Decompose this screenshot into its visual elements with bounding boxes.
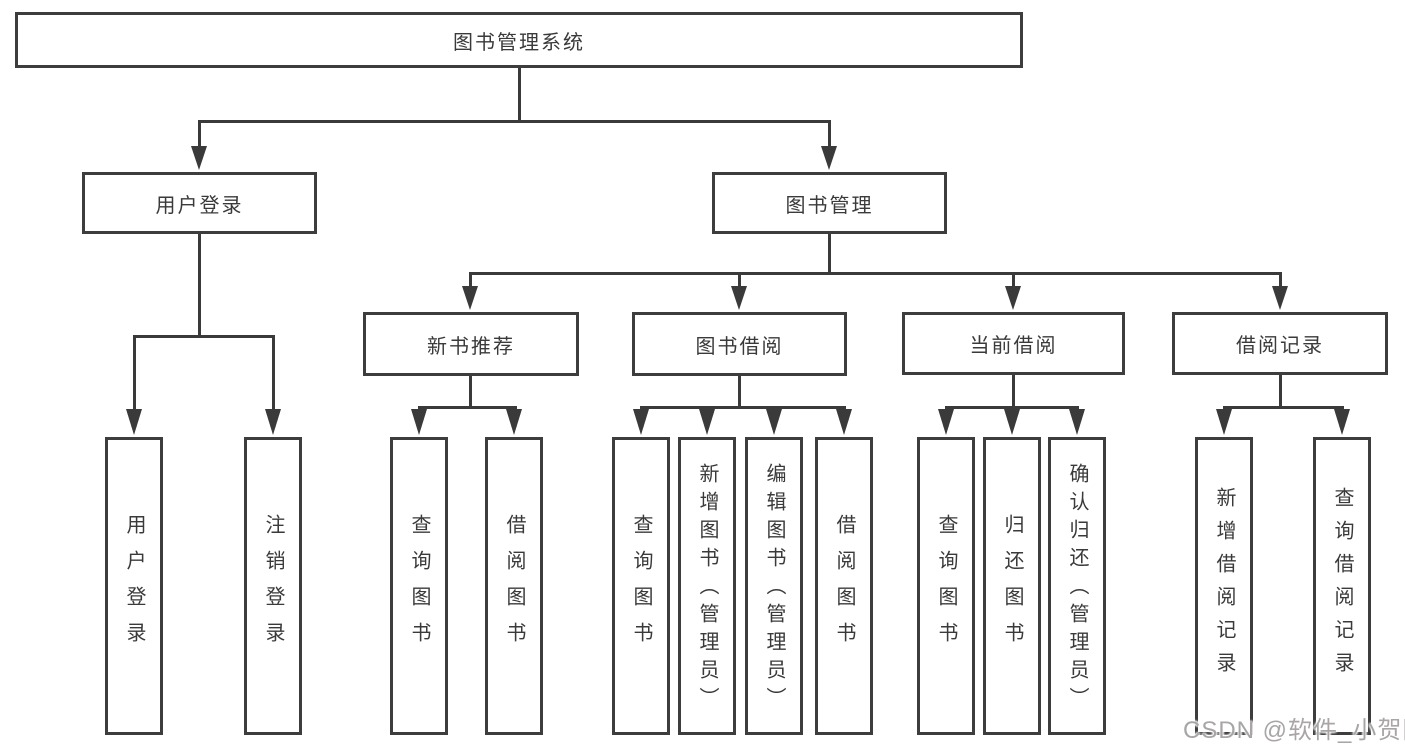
node-leaf-add-book-admin: 新增图书（管理员） [678, 437, 736, 735]
node-borrow-record-label: 借阅记录 [1236, 335, 1324, 357]
node-leaf-borrow-book-rec: 借阅图书 [485, 437, 543, 735]
node-leaf-query-book-borrow: 查询图书 [612, 437, 670, 735]
arrow-down-icon [836, 409, 852, 435]
node-user-login: 用户登录 [82, 172, 317, 234]
node-leaf-add-book-admin-label: 新增图书（管理员） [696, 463, 718, 715]
node-book-mgmt-label: 图书管理 [785, 194, 874, 217]
connector-line [198, 120, 831, 123]
node-new-book-rec: 新书推荐 [363, 312, 579, 376]
node-root-label: 图书管理系统 [453, 31, 585, 54]
connector-line [738, 376, 741, 408]
node-leaf-confirm-return-admin-label: 确认归还（管理员） [1066, 463, 1088, 715]
node-book-borrow-label: 图书借阅 [695, 335, 784, 358]
arrow-down-icon [1005, 286, 1021, 310]
node-leaf-borrow-book-borrow: 借阅图书 [815, 437, 873, 735]
arrow-down-icon [938, 409, 954, 435]
arrow-down-icon [1069, 409, 1085, 435]
node-user-login-label: 用户登录 [155, 194, 244, 217]
connector-line [945, 406, 1079, 409]
arrow-down-icon [506, 409, 522, 435]
connector-line [469, 376, 472, 408]
node-leaf-user-login-label: 用户登录 [123, 514, 145, 658]
connector-line [198, 234, 201, 337]
connector-line [828, 234, 831, 274]
node-leaf-return-book-label: 归还图书 [1001, 514, 1023, 658]
node-leaf-query-book-rec: 查询图书 [390, 437, 448, 735]
node-leaf-edit-book-admin-label: 编辑图书（管理员） [763, 463, 785, 715]
connector-line [738, 272, 741, 290]
node-book-borrow: 图书借阅 [632, 312, 847, 376]
node-leaf-return-book: 归还图书 [983, 437, 1041, 735]
node-current-borrow: 当前借阅 [902, 312, 1125, 375]
node-leaf-add-borrow-record: 新增借阅记录 [1195, 437, 1253, 735]
node-new-book-rec-label: 新书推荐 [427, 335, 515, 358]
node-root: 图书管理系统 [15, 12, 1023, 68]
arrow-down-icon [265, 409, 281, 435]
connector-line [518, 68, 521, 122]
arrow-down-icon [1272, 286, 1288, 310]
connector-line [198, 120, 201, 150]
connector-line [640, 406, 846, 409]
arrow-down-icon [411, 409, 427, 435]
node-leaf-query-borrow-record-label: 查询借阅记录 [1331, 487, 1353, 685]
connector-line [828, 120, 831, 150]
node-leaf-query-book-rec-label: 查询图书 [408, 514, 430, 658]
node-leaf-confirm-return-admin: 确认归还（管理员） [1048, 437, 1106, 735]
node-borrow-record: 借阅记录 [1172, 312, 1388, 375]
arrow-down-icon [1334, 409, 1350, 435]
connector-line [133, 335, 136, 409]
node-leaf-borrow-book-borrow-label: 借阅图书 [833, 514, 855, 658]
csdn-watermark: CSDN @软件_小贺同学 [1183, 717, 1405, 744]
arrow-down-icon [1216, 409, 1232, 435]
arrow-down-icon [1004, 409, 1020, 435]
node-leaf-logout: 注销登录 [244, 437, 302, 735]
node-leaf-query-book-current-label: 查询图书 [935, 514, 957, 658]
arrow-down-icon [821, 146, 837, 170]
node-current-borrow-label: 当前借阅 [969, 335, 1058, 357]
arrow-down-icon [699, 409, 715, 435]
connector-line [1012, 272, 1015, 290]
node-leaf-query-book-borrow-label: 查询图书 [630, 514, 652, 658]
connector-line [272, 335, 275, 409]
arrow-down-icon [731, 286, 747, 310]
node-book-mgmt: 图书管理 [712, 172, 947, 234]
node-leaf-logout-label: 注销登录 [262, 514, 284, 658]
connector-line [1223, 406, 1344, 409]
node-leaf-user-login: 用户登录 [105, 437, 163, 735]
node-leaf-borrow-book-rec-label: 借阅图书 [503, 514, 525, 658]
arrow-down-icon [191, 146, 207, 170]
node-leaf-edit-book-admin: 编辑图书（管理员） [745, 437, 803, 735]
connector-line [1012, 375, 1015, 408]
connector-line [1279, 375, 1282, 408]
connector-line [133, 335, 274, 338]
arrow-down-icon [766, 409, 782, 435]
arrow-down-icon [126, 409, 142, 435]
node-leaf-query-borrow-record: 查询借阅记录 [1313, 437, 1371, 735]
arrow-down-icon [633, 409, 649, 435]
node-leaf-add-borrow-record-label: 新增借阅记录 [1213, 487, 1235, 685]
connector-line [1279, 272, 1282, 290]
connector-line [469, 272, 1282, 275]
connector-line [469, 272, 472, 290]
arrow-down-icon [462, 286, 478, 310]
node-leaf-query-book-current: 查询图书 [917, 437, 975, 735]
connector-line [418, 406, 517, 409]
